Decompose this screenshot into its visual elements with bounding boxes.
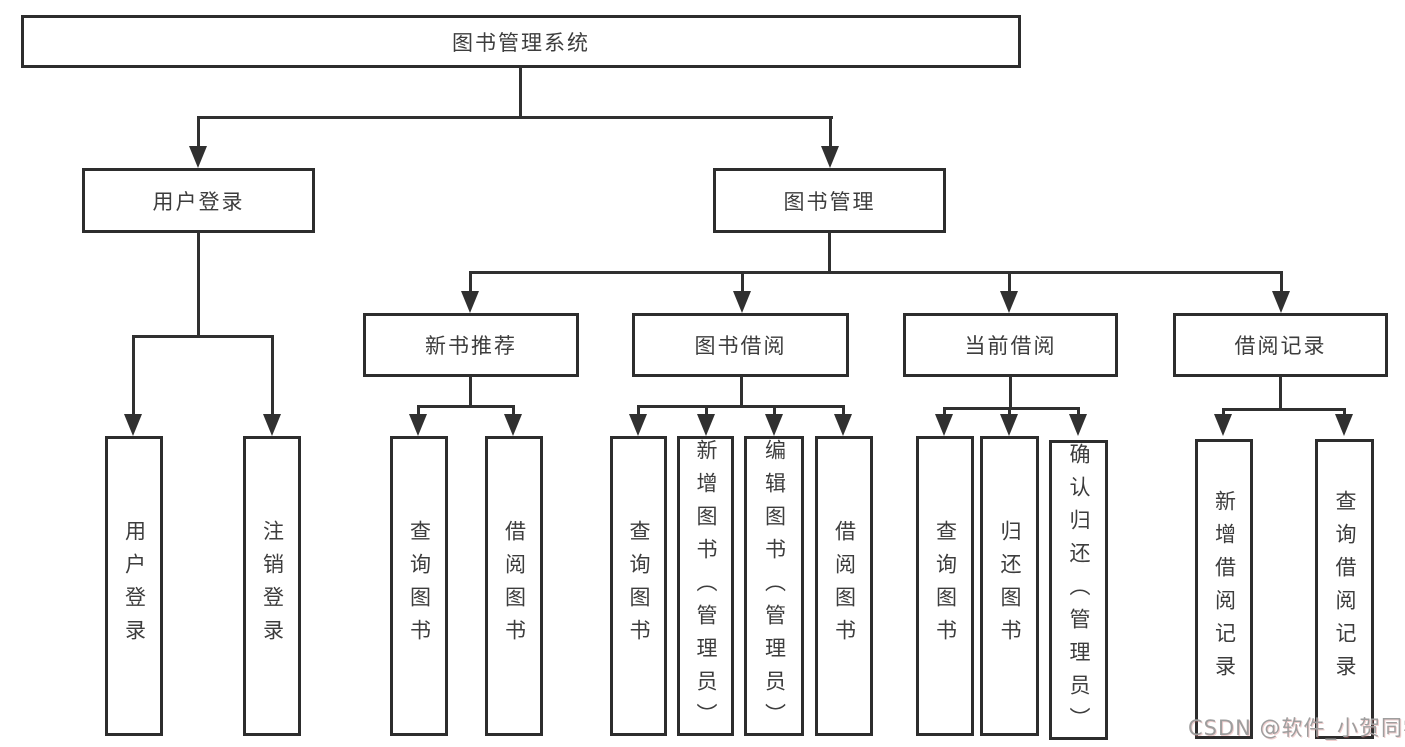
- arrow-down-icon: [1000, 291, 1018, 313]
- arrow-down-icon: [1335, 414, 1353, 436]
- arrow-down-icon: [1000, 414, 1018, 436]
- connector-line: [197, 116, 833, 119]
- arrow-down-icon: [1214, 414, 1232, 436]
- connector-line: [705, 405, 708, 416]
- leaf-borrowing-borrow-books: 借阅图书: [815, 436, 873, 736]
- connector-line: [197, 232, 200, 337]
- arrow-down-icon: [409, 414, 427, 436]
- arrow-down-icon: [821, 146, 839, 168]
- connector-line: [740, 376, 743, 407]
- arrow-down-icon: [697, 414, 715, 436]
- connector-line: [469, 271, 472, 293]
- arrow-down-icon: [1069, 414, 1087, 436]
- connector-line: [1008, 407, 1011, 416]
- arrow-down-icon: [733, 291, 751, 313]
- arrow-down-icon: [504, 414, 522, 436]
- connector-line: [469, 376, 472, 407]
- leaf-borrowing-add-books-admin: 新增图书（管理员）: [677, 436, 734, 736]
- connector-line: [1222, 408, 1225, 416]
- leaf-recommend-query-books: 查询图书: [390, 436, 448, 736]
- connector-line: [1343, 408, 1346, 416]
- node-new-book-recommend: 新书推荐: [363, 313, 579, 377]
- arrow-down-icon: [461, 291, 479, 313]
- node-current-borrowing: 当前借阅: [903, 313, 1118, 377]
- arrow-down-icon: [629, 414, 647, 436]
- connector-line: [1077, 407, 1080, 416]
- connector-line: [271, 335, 274, 415]
- arrow-down-icon: [765, 414, 783, 436]
- connector-line: [637, 405, 844, 408]
- connector-line: [773, 405, 776, 416]
- leaf-records-add-record: 新增借阅记录: [1195, 439, 1253, 739]
- arrow-down-icon: [834, 414, 852, 436]
- arrow-down-icon: [189, 146, 207, 168]
- connector-line: [943, 407, 1079, 410]
- connector-line: [943, 407, 946, 416]
- arrow-down-icon: [263, 414, 281, 436]
- connector-line: [1222, 408, 1345, 411]
- connector-line: [512, 405, 515, 416]
- connector-line: [132, 335, 135, 415]
- leaf-records-query-record: 查询借阅记录: [1315, 439, 1374, 739]
- arrow-down-icon: [124, 414, 142, 436]
- connector-line: [519, 67, 522, 117]
- leaf-borrowing-edit-books-admin: 编辑图书（管理员）: [744, 436, 804, 736]
- leaf-current-query-books: 查询图书: [916, 436, 974, 736]
- connector-line: [842, 405, 845, 416]
- connector-line: [1008, 271, 1011, 293]
- arrow-down-icon: [935, 414, 953, 436]
- connector-line: [829, 116, 832, 148]
- leaf-borrowing-query-books: 查询图书: [610, 436, 667, 736]
- node-book-borrowing: 图书借阅: [632, 313, 849, 377]
- connector-line: [637, 405, 640, 416]
- connector-line: [1009, 376, 1012, 409]
- connector-line: [1279, 376, 1282, 410]
- arrow-down-icon: [1272, 291, 1290, 313]
- leaf-current-confirm-return-admin: 确认归还（管理员）: [1049, 440, 1108, 740]
- leaf-user-login: 用户登录: [105, 436, 163, 736]
- node-root: 图书管理系统: [21, 15, 1021, 68]
- leaf-logout: 注销登录: [243, 436, 301, 736]
- node-borrowing-records: 借阅记录: [1173, 313, 1388, 377]
- leaf-recommend-borrow-books: 借阅图书: [485, 436, 543, 736]
- node-book-management: 图书管理: [713, 168, 946, 233]
- connector-line: [132, 335, 274, 338]
- connector-line: [417, 405, 420, 416]
- leaf-current-return-books: 归还图书: [980, 436, 1039, 736]
- connector-line: [1280, 271, 1283, 293]
- csdn-watermark: CSDN @软件_小贺同学: [1188, 716, 1405, 740]
- connector-line: [828, 232, 831, 273]
- connector-line: [197, 116, 200, 148]
- connector-line: [417, 405, 515, 408]
- node-user-login: 用户登录: [82, 168, 315, 233]
- connector-line: [469, 271, 1283, 274]
- connector-line: [741, 271, 744, 293]
